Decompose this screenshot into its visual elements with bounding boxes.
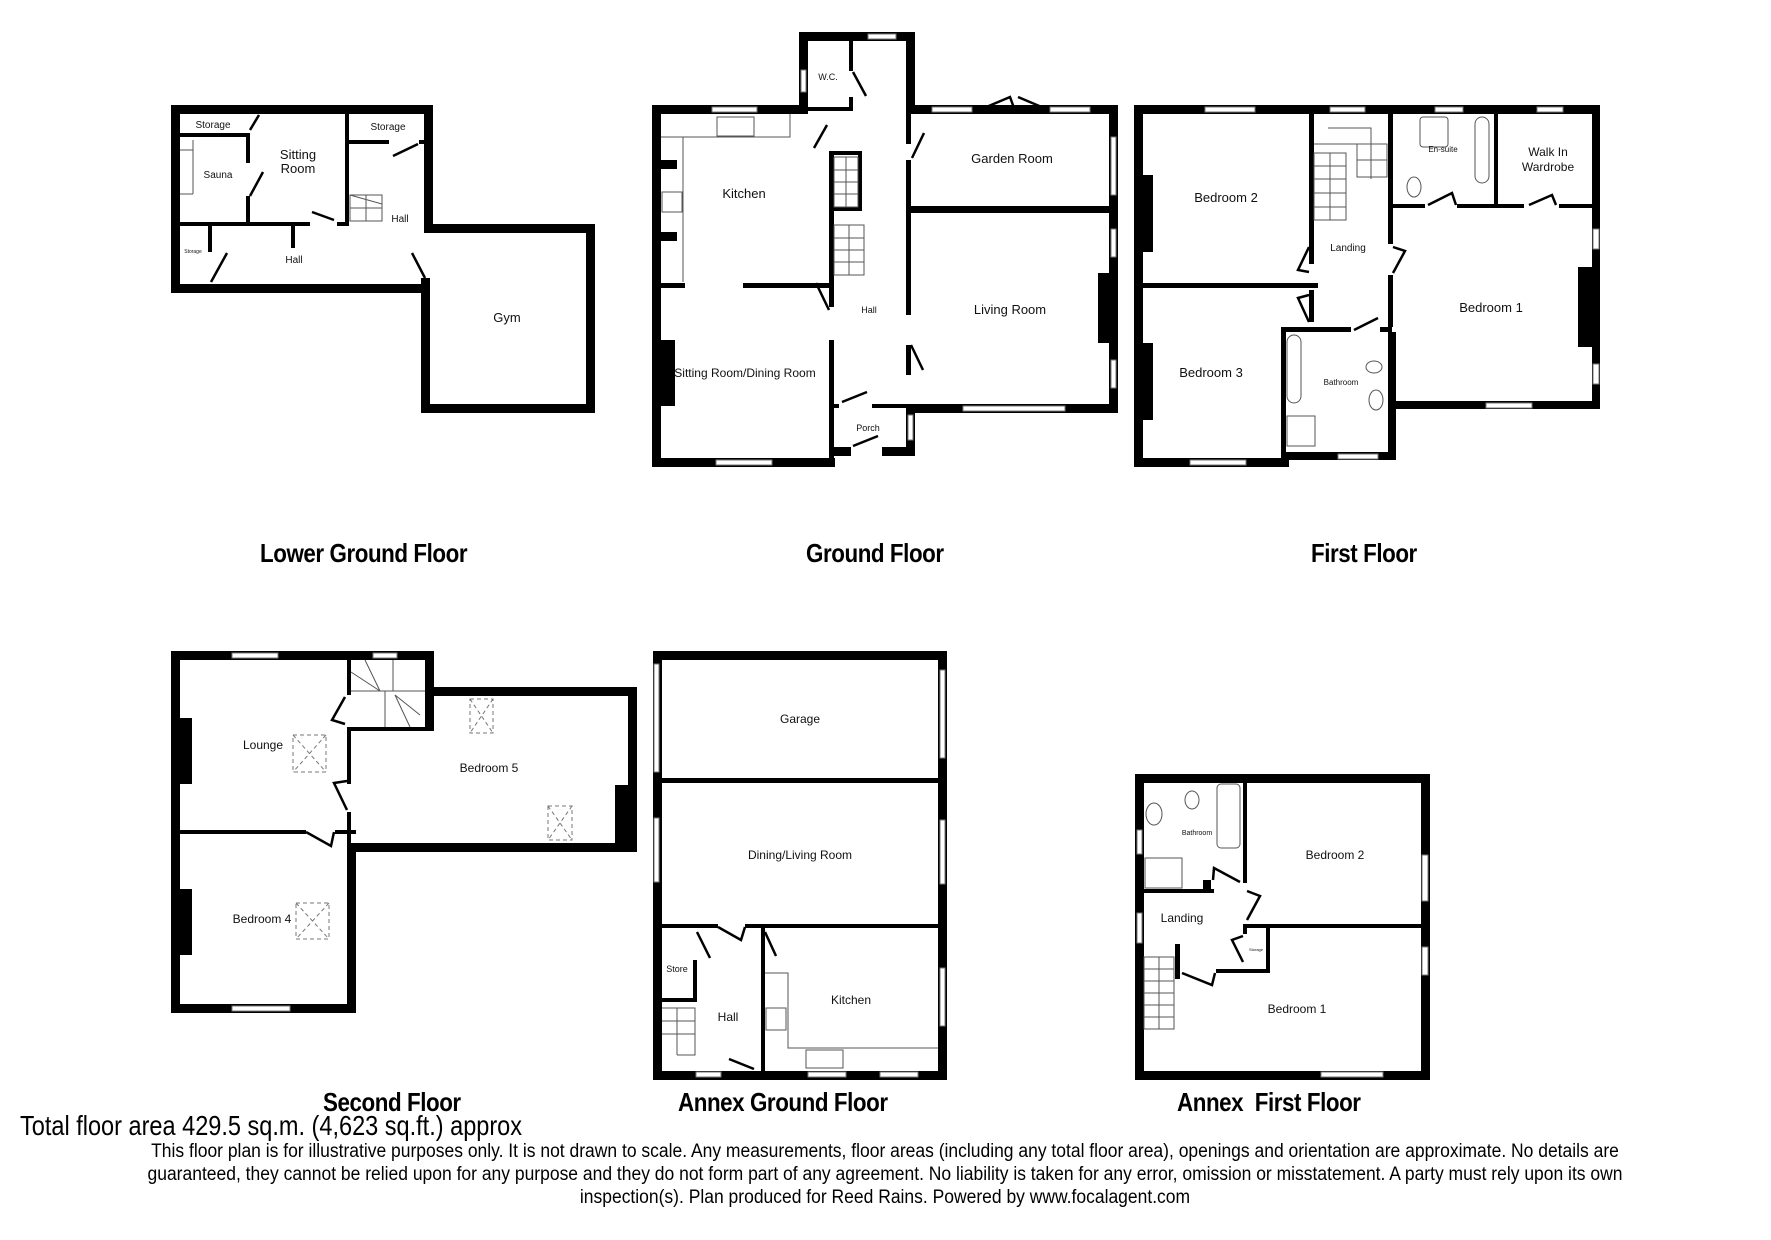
stairs-icon [1313, 127, 1388, 221]
basin-icon [1145, 802, 1163, 826]
room-label-garden-room: Garden Room [971, 151, 1053, 166]
floor-title-ground: Ground Floor [806, 538, 944, 568]
room-label-storage-small: Storage [184, 249, 202, 255]
toilet-icon [1406, 176, 1422, 198]
room-label-bedroom-4: Bedroom 4 [233, 912, 292, 926]
toilet-icon [1365, 360, 1383, 374]
room-label-landing: Landing [1330, 243, 1366, 254]
ground-floor-plan: W.C. Kitchen Sitting Room/Dining Room Ha… [652, 32, 1118, 467]
shower-icon [1286, 415, 1316, 447]
basin-icon [1368, 389, 1384, 411]
room-label-garage: Garage [780, 712, 820, 726]
room-label-bedroom-3: Bedroom 3 [1179, 365, 1243, 380]
room-label-bedroom-1: Bedroom 1 [1268, 1002, 1327, 1016]
skylight-icon [292, 734, 327, 773]
room-label-storage-right: Storage [370, 122, 405, 133]
room-label-bedroom-2: Bedroom 2 [1306, 848, 1365, 862]
room-label-bedroom-2: Bedroom 2 [1194, 190, 1258, 205]
room-label-kitchen: Kitchen [831, 993, 871, 1007]
room-label-sitting-dining-room: Sitting Room/Dining Room [674, 366, 815, 380]
sink-icon [805, 1049, 844, 1069]
total-floor-area: Total floor area 429.5 sq.m. (4,623 sq.f… [20, 1110, 523, 1141]
room-label-storage: Storage [195, 120, 230, 131]
floor-title-annex-ground: Annex Ground Floor [678, 1087, 888, 1117]
floor-title-first: First Floor [1311, 538, 1417, 568]
floor-title-second: Second Floor [323, 1087, 461, 1117]
stairs-icon [1143, 956, 1175, 1030]
room-label-hall: Hall [718, 1010, 739, 1024]
hob-icon [661, 191, 683, 213]
skylight-icon [469, 698, 494, 734]
room-label-storage: Storage [1249, 947, 1264, 952]
room-label-walk-in-wardrobe: Walk In [1528, 145, 1568, 159]
annex-ground-floor-plan: Garage Dining/Living Room Store Hall Kit… [653, 651, 947, 1080]
room-label-bedroom-1: Bedroom 1 [1459, 300, 1523, 315]
room-label-walk-in-wardrobe-2: Wardrobe [1522, 160, 1575, 174]
hob-icon [765, 1007, 787, 1031]
room-label-dining-living-room: Dining/Living Room [748, 848, 852, 862]
room-label-lounge: Lounge [243, 738, 283, 752]
annex-first-floor-plan: Bathroom Bedroom 2 Landing Storage Bedro… [1135, 774, 1430, 1080]
room-label-sitting-room-2: Room [281, 161, 316, 176]
room-label-store: Store [666, 964, 688, 974]
bath-icon [1286, 334, 1302, 404]
skylight-icon [547, 805, 573, 841]
room-label-wc: W.C. [818, 72, 838, 82]
room-label-gym: Gym [493, 310, 520, 325]
toilet-icon [1184, 790, 1200, 810]
room-label-hall: Hall [285, 255, 302, 266]
floor-title-annex-first: Annex First Floor [1177, 1087, 1361, 1117]
room-label-bathroom: Bathroom [1182, 830, 1213, 837]
stairs-icon [350, 659, 425, 728]
room-label-hall-right: Hall [391, 214, 408, 225]
bath-icon [1474, 116, 1490, 184]
sink-icon [716, 116, 755, 137]
stairs-icon [833, 156, 865, 276]
room-label-sauna: Sauna [204, 170, 233, 181]
room-label-bathroom: Bathroom [1324, 378, 1359, 387]
room-label-kitchen: Kitchen [722, 186, 765, 201]
disclaimer-text: This floor plan is for illustrative purp… [147, 1141, 1623, 1208]
room-label-sitting-room: Sitting [280, 147, 316, 162]
shower-icon [1419, 116, 1449, 148]
room-label-living-room: Living Room [974, 302, 1046, 317]
lower-ground-floor-plan: Storage Sauna Sitting Room Storage Hall … [171, 105, 595, 413]
room-label-bedroom-5: Bedroom 5 [460, 761, 519, 775]
stairs-icon [349, 194, 383, 222]
floor-title-lower-ground: Lower Ground Floor [260, 538, 468, 568]
room-label-porch: Porch [856, 423, 880, 433]
first-floor-plan: Bedroom 2 Bedroom 3 Landing Bathroom En-… [1134, 105, 1600, 467]
second-floor-plan: Lounge Bedroom 5 Bedroom 4 [171, 651, 637, 1013]
bath-icon [1216, 783, 1241, 849]
stairs-icon [662, 1007, 696, 1056]
room-label-landing: Landing [1161, 911, 1204, 925]
room-label-hall: Hall [861, 305, 877, 315]
skylight-icon [295, 902, 330, 940]
shower-icon [1144, 857, 1183, 889]
room-label-en-suite: En-suite [1428, 145, 1458, 154]
